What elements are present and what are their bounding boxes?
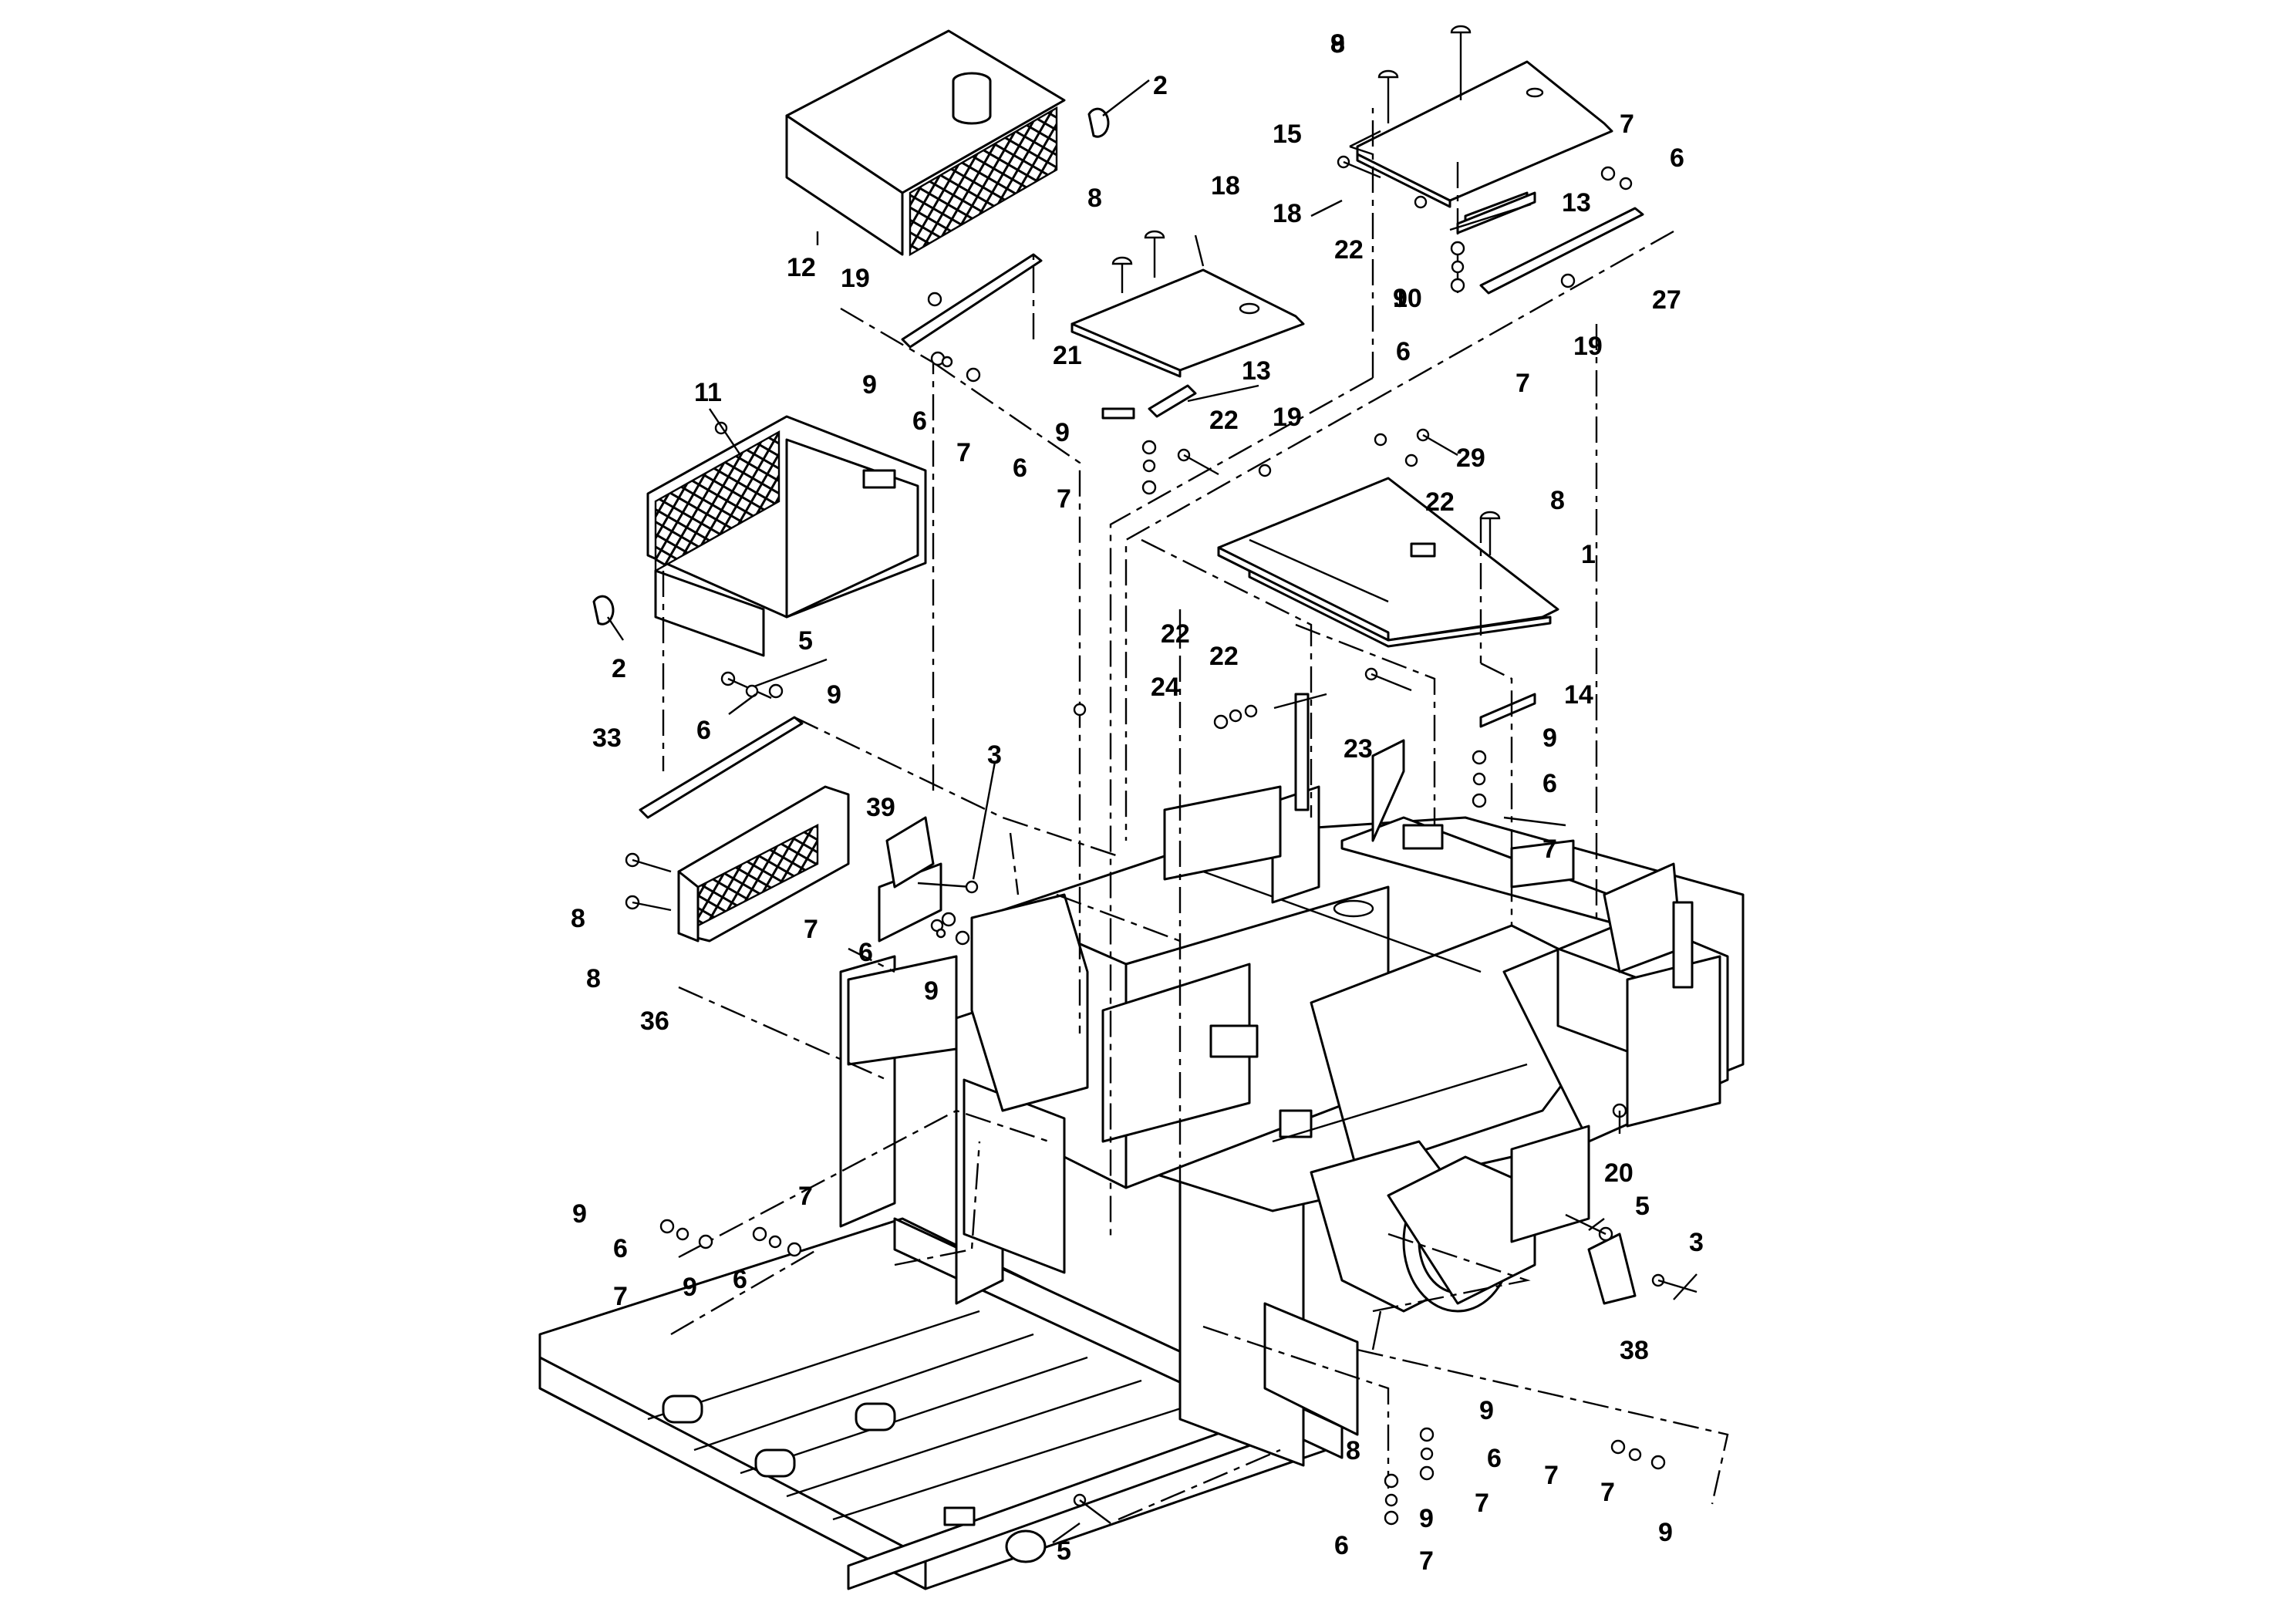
rail-29 — [639, 716, 804, 819]
callout-5: 5 — [1635, 1192, 1650, 1221]
callout-7: 7 — [613, 1282, 628, 1311]
callout-6: 6 — [696, 716, 711, 745]
front-panel — [847, 893, 1089, 1112]
callout-33: 36 — [640, 1007, 669, 1036]
callout-9: 9 — [1419, 1504, 1434, 1533]
callout-22: 23 — [1344, 734, 1373, 764]
callout-29: 33 — [592, 723, 622, 753]
callout-24: 27 — [1652, 285, 1681, 315]
callout-9: 9 — [924, 976, 939, 1006]
callout-2: 2 — [612, 654, 626, 683]
callout-8: 8 — [1087, 184, 1102, 213]
floor-plate-1 — [1217, 477, 1559, 648]
callout-23: 24 — [1151, 673, 1180, 702]
guard-33 — [677, 785, 850, 943]
callout-6: 6 — [1013, 454, 1027, 483]
callout-19: 20 — [1604, 1158, 1633, 1188]
callout-9: 9 — [1479, 1396, 1494, 1425]
callout-9: 9 — [862, 370, 877, 400]
callout-8: 8 — [586, 964, 601, 993]
callout-7: 7 — [1620, 110, 1634, 139]
callout-6: 6 — [733, 1265, 747, 1294]
strip-24 — [1479, 207, 1644, 295]
callout-5: 5 — [798, 626, 813, 656]
callout-7: 7 — [1515, 369, 1530, 398]
callout-3: 3 — [1689, 1228, 1704, 1257]
callout-7: 7 — [956, 438, 971, 467]
center-chassis — [963, 816, 1745, 1274]
callout-7: 7 — [1475, 1489, 1489, 1518]
callout-6: 6 — [912, 406, 927, 436]
callout-10: 11 — [694, 378, 722, 407]
plate-15 — [1070, 268, 1305, 420]
callout-7: 8 — [1346, 1436, 1360, 1465]
callout-6: 6 — [1334, 1531, 1349, 1560]
callout-22: 22 — [1209, 642, 1239, 671]
callout-3: 3 — [987, 740, 1002, 770]
callout-8: 8 — [1550, 486, 1565, 515]
callout-9: 9 — [1658, 1518, 1673, 1547]
main-frame — [538, 1217, 1344, 1590]
callout-9: 10 — [1393, 284, 1422, 313]
callout-7: 7 — [804, 915, 818, 944]
connector-lines — [662, 108, 1729, 1521]
right-chassis — [1163, 693, 1729, 1143]
callout-8: 8 — [1330, 29, 1345, 59]
callout-1: 1 — [1581, 540, 1596, 569]
callout-7: 7 — [1057, 484, 1071, 514]
callout-8: 9 — [1330, 29, 1345, 59]
callout-27: 29 — [1456, 443, 1485, 473]
callout-15: 18 — [1211, 171, 1240, 201]
callout-6: 7 — [1600, 1478, 1615, 1507]
callout-13: 13 — [1562, 188, 1591, 218]
callout-38: 39 — [866, 793, 895, 822]
callout-20: 21 — [1053, 341, 1082, 370]
swing-ring — [1310, 1125, 1590, 1313]
callout-6: 6 — [1542, 769, 1557, 798]
callout-13: 14 — [1564, 680, 1593, 710]
callout-2: 2 — [1153, 71, 1168, 100]
callout-5: 5 — [1057, 1536, 1071, 1566]
callout-19: 19 — [841, 264, 870, 293]
callout-11: 12 — [787, 253, 816, 282]
callout-36: 38 — [1620, 1336, 1649, 1365]
callout-6: 6 — [1670, 143, 1684, 173]
callout-18: 19 — [1273, 403, 1302, 432]
callout-9: 9 — [572, 1199, 587, 1229]
callout-7: 7 — [1542, 835, 1557, 864]
callout-labels: 1 2 2 3 3 5 5 5 6 6 6 6 6 6 6 6 6 6 6 7 … — [571, 29, 1704, 1576]
callout-7: 7 — [798, 1182, 813, 1211]
callout-7: 7 — [1544, 1461, 1559, 1490]
callout-21: 22 — [1161, 619, 1190, 649]
callout-6: 6 — [1487, 1444, 1502, 1473]
leader-lines — [607, 79, 1698, 1543]
callout-18: 18 — [1273, 199, 1302, 228]
callout-9: 9 — [1542, 723, 1557, 753]
enclosure-10 — [646, 415, 927, 657]
callout-22: 22 — [1209, 406, 1239, 435]
callout-9: 9 — [827, 680, 841, 710]
callout-8: 8 — [571, 904, 585, 933]
callout-22: 22 — [1425, 487, 1455, 517]
callout-6: 6 — [613, 1234, 628, 1263]
callout-9: 9 — [1393, 284, 1408, 313]
callout-14: 15 — [1273, 120, 1302, 149]
callout-9: 9 — [1055, 418, 1070, 447]
callout-22: 22 — [1334, 235, 1364, 265]
callout-6: 6 — [1396, 337, 1411, 366]
hardware-fasteners — [592, 25, 1698, 1526]
callout-9: 9 — [683, 1273, 697, 1302]
callout-8: 8 — [1330, 29, 1345, 59]
enclosure-11 — [785, 29, 1066, 257]
rail-20 — [901, 253, 1043, 349]
callout-7: 7 — [1419, 1546, 1434, 1576]
callout-6: 6 — [858, 938, 873, 967]
callout-19: 19 — [1573, 332, 1603, 361]
callout-12: 13 — [1242, 356, 1271, 386]
